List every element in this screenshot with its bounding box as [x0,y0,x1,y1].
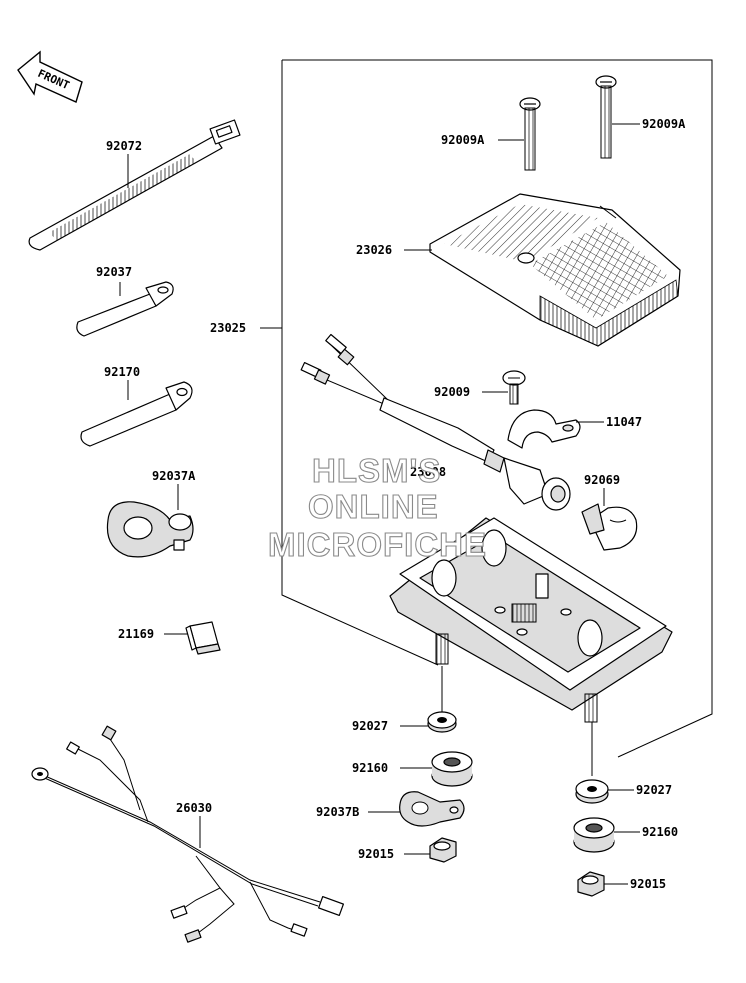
clamp-92037-part [76,281,174,337]
grommet-92027-left-part [427,711,457,733]
label-92037: 92037 [96,265,132,279]
nut-21169-part [185,621,221,655]
screw-92009-part [502,370,526,405]
screw-92009A-right-part [595,75,617,159]
label-92015-left: 92015 [358,847,394,861]
watermark: HLSM'S ONLINE MICROFICHE [267,451,487,563]
label-92027-right: 92027 [636,783,672,797]
label-21169: 21169 [118,627,154,641]
label-92160-left: 92160 [352,761,388,775]
label-92009: 92009 [434,385,470,399]
lamp-housing-part [389,517,673,711]
bulb-92069-part [581,503,638,551]
label-26030: 26030 [176,801,212,815]
label-92037A: 92037A [152,469,196,483]
label-92015-right: 92015 [630,877,666,891]
stud-left-part [435,633,449,665]
grommet-92027-right-part [575,779,609,804]
label-23025: 23025 [210,321,246,335]
watermark-line-3: MICROFICHE [268,526,487,563]
nut-92015-left-part [429,837,457,863]
assembly-bracket-outline [281,59,713,758]
label-92072: 92072 [106,139,142,153]
label-92170: 92170 [104,365,140,379]
clamp-92170-part [80,381,193,447]
watermark-line-2: ONLINE [308,488,439,525]
label-92027-left: 92027 [352,719,388,733]
grommet-92160-right-part [573,817,615,853]
bracket-11047-part [507,409,581,449]
lens-cover-part [429,193,681,347]
label-92069: 92069 [584,473,620,487]
clamp-92037B-part [399,791,465,827]
front-arrow-icon: FRONT [17,50,83,103]
label-23008: 23008 [410,465,446,479]
socket-wiring-part [300,333,571,511]
nut-92015-right-part [577,871,605,897]
clamp-92037A-part [106,501,194,558]
watermark-line-1: HLSM'S [312,452,441,489]
cable-tie-part [28,119,241,251]
stud-right-part [584,693,598,723]
label-11047: 11047 [606,415,642,429]
label-92009A-left: 92009A [441,133,485,147]
grommet-92160-left-part [431,751,473,787]
screw-92009A-left-part [519,97,541,171]
wire-harness-part [31,725,344,943]
leader-lines [119,123,640,885]
label-92160-right: 92160 [642,825,678,839]
label-23026: 23026 [356,243,392,257]
label-92009A-right: 92009A [642,117,686,131]
label-92037B: 92037B [316,805,359,819]
